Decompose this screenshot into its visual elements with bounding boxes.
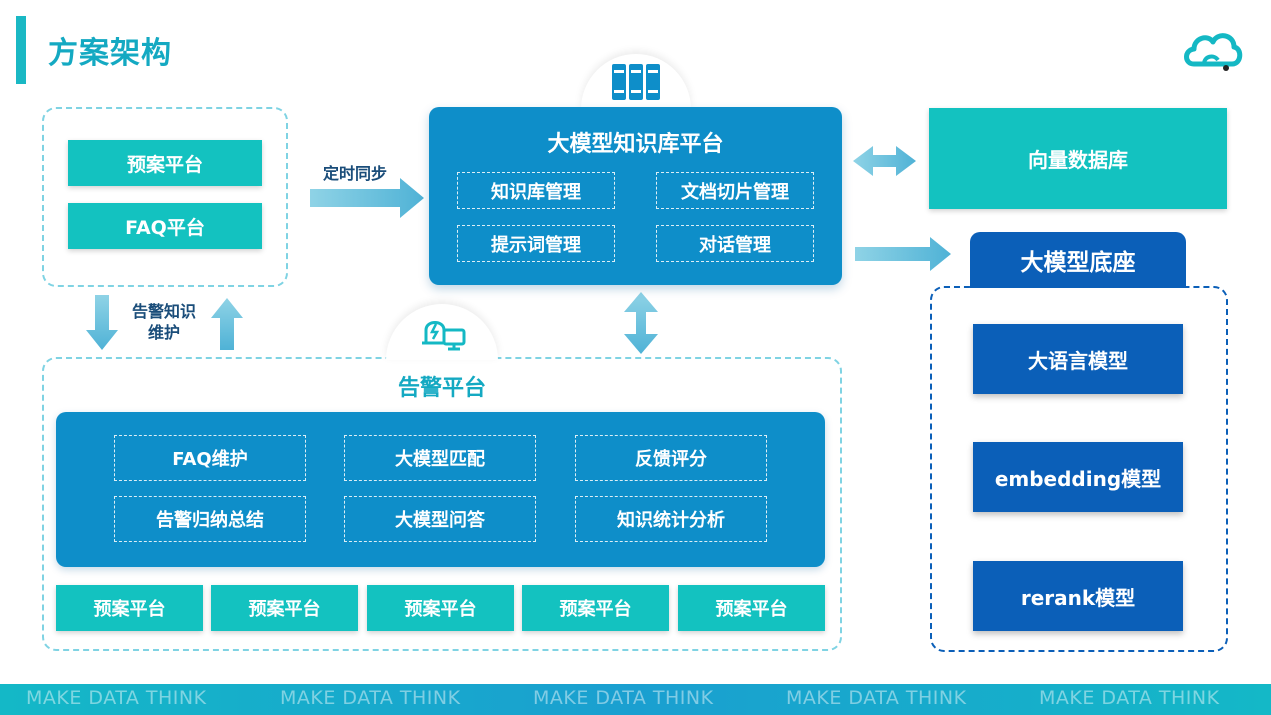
alarm-item-llm-matching: 大模型匹配: [344, 435, 536, 481]
alarm-knowledge-label: 告警知识 维护: [124, 301, 204, 343]
kb-item-doc-chunk-management: 文档切片管理: [656, 172, 814, 209]
model-base-title: 大模型底座: [970, 232, 1186, 288]
down-arrow: [86, 295, 118, 350]
alarm-monitor-icon: [422, 321, 466, 351]
model-base-group: [930, 286, 1228, 652]
alarm-platform-title: 告警平台: [397, 376, 486, 401]
kb-platform-title: 大模型知识库平台: [547, 132, 724, 157]
llm-model-box: 大语言模型: [973, 324, 1183, 394]
alarm-item-feedback-rating: 反馈评分: [575, 435, 767, 481]
sync-label: 定时同步: [323, 164, 388, 183]
sync-arrow: [310, 178, 424, 218]
alarm-knowledge-label-line-1: 告警知识: [131, 302, 196, 321]
footer-slogan: MAKE DATA THINK: [280, 687, 461, 709]
plan-platform-box: 预案平台: [68, 140, 262, 186]
kb-item-knowledge-management: 知识库管理: [457, 172, 615, 209]
bottom-plan-platform: 预案平台: [522, 585, 669, 631]
footer-slogan: MAKE DATA THINK: [533, 687, 714, 709]
alarm-item-llm-qa: 大模型问答: [344, 496, 536, 542]
embedding-model-box: embedding模型: [973, 442, 1183, 512]
up-arrow: [211, 298, 243, 350]
alarm-knowledge-label-line-2: 维护: [147, 323, 180, 342]
alarm-item-knowledge-stats: 知识统计分析: [575, 496, 767, 542]
footer-slogan: MAKE DATA THINK: [786, 687, 967, 709]
alarm-item-faq-maintenance: FAQ维护: [114, 435, 306, 481]
footer-slogan: MAKE DATA THINK: [26, 687, 207, 709]
footer-band: [0, 684, 1271, 715]
kb-vector-double-arrow: [853, 146, 916, 176]
alarm-item-summary: 告警归纳总结: [114, 496, 306, 542]
bottom-plan-platform: 预案平台: [56, 585, 203, 631]
rerank-model-box: rerank模型: [973, 561, 1183, 631]
kb-item-prompt-management: 提示词管理: [457, 225, 615, 262]
bottom-plan-platform: 预案平台: [367, 585, 514, 631]
books-icon: [612, 64, 660, 100]
footer-slogan: MAKE DATA THINK: [1039, 687, 1220, 709]
kb-platform-panel: [429, 107, 842, 285]
bottom-plan-platform: 预案平台: [678, 585, 825, 631]
vector-database-box: 向量数据库: [929, 108, 1227, 209]
title-accent-bar: [16, 16, 26, 84]
kb-model-arrow: [855, 237, 951, 271]
bottom-plan-platform: 预案平台: [211, 585, 358, 631]
source-platform-group: [42, 107, 288, 287]
faq-platform-box: FAQ平台: [68, 203, 262, 249]
kb-item-dialog-management: 对话管理: [656, 225, 814, 262]
page-title: 方案架构: [48, 36, 172, 71]
cloud-logo-icon: [1184, 33, 1243, 71]
kb-alarm-double-arrow: [624, 292, 658, 354]
